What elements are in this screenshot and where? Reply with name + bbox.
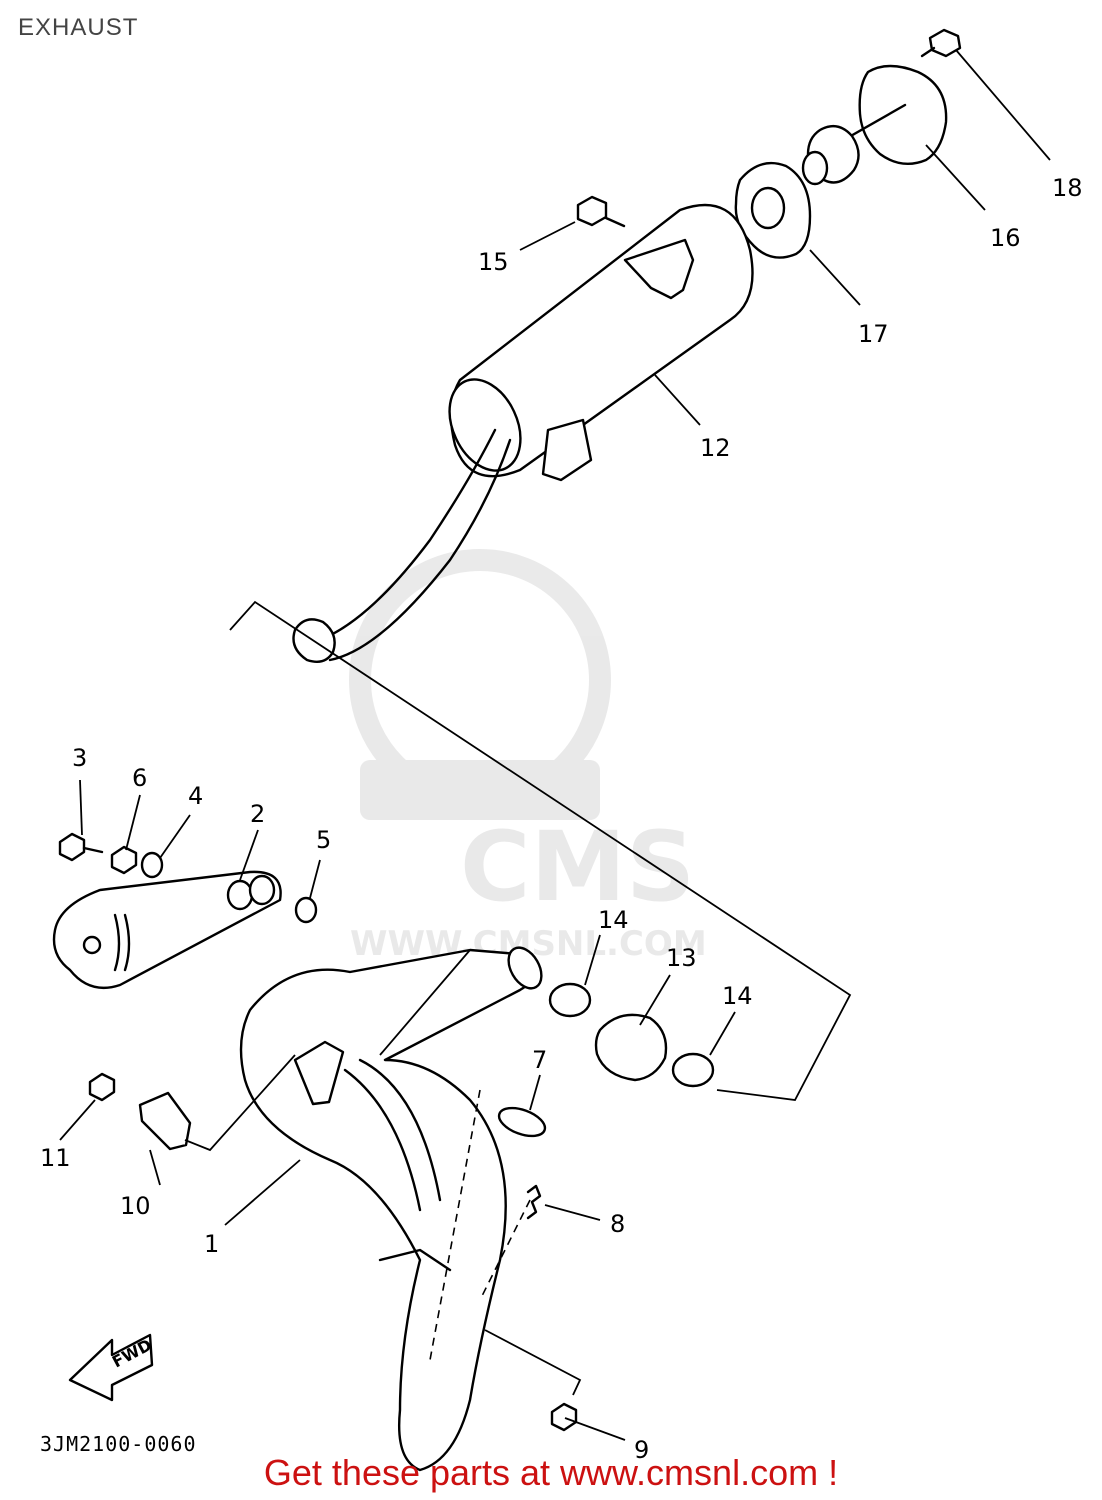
clamp-14a — [548, 982, 592, 1018]
bolt-18 — [920, 28, 962, 58]
callout-13: 13 — [666, 944, 697, 972]
nut-9 — [550, 1402, 578, 1432]
callout-4: 4 — [188, 782, 203, 810]
bracket-10 — [138, 1091, 192, 1151]
spark-arrester-16 — [801, 64, 948, 186]
watermark-brand: CMS — [460, 811, 695, 923]
callout-16: 16 — [990, 224, 1021, 252]
callout-14b: 14 — [722, 982, 753, 1010]
page-title: EXHAUST — [18, 14, 139, 41]
callout-3: 3 — [72, 744, 87, 772]
exhaust-joint-13 — [594, 1013, 668, 1082]
damper-7 — [497, 1106, 547, 1138]
callout-18: 18 — [1052, 174, 1083, 202]
callout-9: 9 — [634, 1436, 649, 1464]
expansion-chamber-1 — [239, 946, 543, 1472]
callout-6: 6 — [132, 764, 147, 792]
assembly-outline — [229, 600, 852, 1101]
callout-5: 5 — [316, 826, 331, 854]
leader-lines — [59, 49, 1051, 1441]
callout-10: 10 — [120, 1192, 151, 1220]
callout-15: 15 — [478, 248, 509, 276]
bolt-3 — [58, 832, 104, 862]
callout-1: 1 — [204, 1230, 219, 1258]
bracket-2 — [52, 870, 282, 990]
washer-4 — [140, 851, 164, 879]
callout-12: 12 — [700, 434, 731, 462]
clamp-14b — [671, 1052, 715, 1088]
bolt-15 — [576, 195, 626, 228]
callout-17: 17 — [858, 320, 889, 348]
nut-6 — [110, 845, 138, 875]
callout-8: 8 — [610, 1210, 625, 1238]
watermark-logo: CMS WWW.CMSNL.COM — [349, 549, 707, 964]
footer-link[interactable]: Get these parts at www.cmsnl.com ! — [263, 1452, 839, 1493]
diagram-code: 3JM2100-0060 — [40, 1432, 197, 1456]
callout-14a: 14 — [598, 906, 629, 934]
washer-5 — [294, 896, 318, 924]
spring-8 — [526, 1184, 542, 1220]
callout-7: 7 — [532, 1046, 547, 1074]
callout-11: 11 — [40, 1144, 71, 1172]
fwd-arrow-icon: FWD — [68, 1333, 155, 1402]
bolt-11 — [88, 1072, 116, 1102]
muffler-12 — [292, 203, 754, 663]
callout-2: 2 — [250, 800, 265, 828]
gasket-17 — [734, 161, 812, 259]
